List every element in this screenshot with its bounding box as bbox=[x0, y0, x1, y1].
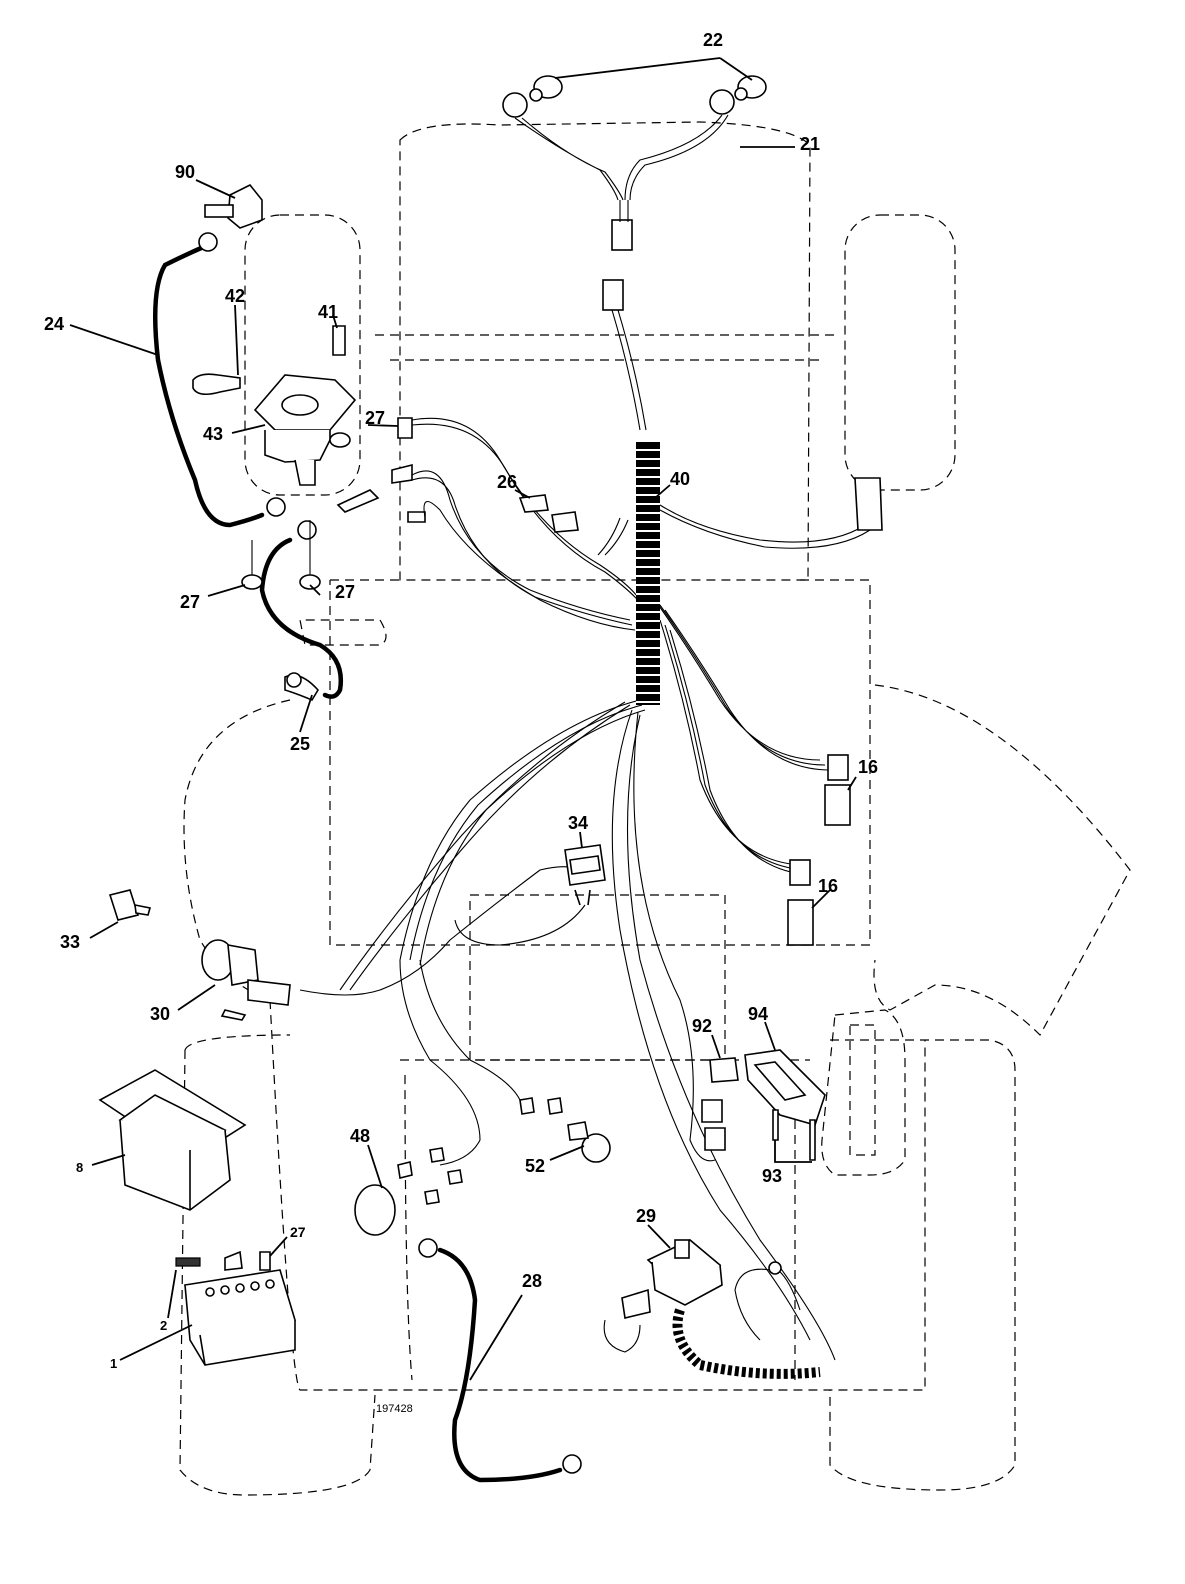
battery-box-8 bbox=[98, 1069, 247, 1211]
callout-94: 94 bbox=[748, 1004, 768, 1024]
screw-93a bbox=[772, 1109, 779, 1141]
callout-43: 43 bbox=[203, 424, 223, 444]
battery-cable-24 bbox=[153, 242, 265, 528]
screw-93b bbox=[809, 1119, 816, 1161]
switch-94 bbox=[744, 1049, 826, 1126]
lamp-48 bbox=[354, 1184, 396, 1236]
callout-labels: 22 21 90 42 41 24 43 27 27 27 27 26 40 2… bbox=[44, 30, 878, 1415]
callout-26: 26 bbox=[497, 472, 517, 492]
ignition-key-33 bbox=[108, 889, 140, 921]
callout-27-right: 27 bbox=[335, 582, 355, 602]
headlight-assembly bbox=[502, 75, 767, 431]
nut-27-left bbox=[241, 574, 263, 590]
callout-25: 25 bbox=[290, 734, 310, 754]
seat-switch-29 bbox=[603, 1239, 723, 1353]
callout-93: 93 bbox=[762, 1166, 782, 1186]
callout-16-lower: 16 bbox=[818, 876, 838, 896]
callout-27-top: 27 bbox=[365, 408, 385, 428]
callout-29: 29 bbox=[636, 1206, 656, 1226]
bolt-2 bbox=[175, 1257, 201, 1267]
callout-21: 21 bbox=[800, 134, 820, 154]
callout-22: 22 bbox=[703, 30, 723, 50]
callout-30: 30 bbox=[150, 1004, 170, 1024]
fuse-26 bbox=[518, 494, 549, 513]
ignition-switch-30 bbox=[201, 939, 291, 1021]
nut-27-top bbox=[329, 432, 351, 448]
ignition-key-part bbox=[204, 183, 263, 229]
callout-41: 41 bbox=[318, 302, 338, 322]
switch-34 bbox=[564, 844, 606, 906]
callout-34: 34 bbox=[568, 813, 588, 833]
connector-92 bbox=[709, 1057, 739, 1083]
callout-2: 2 bbox=[160, 1318, 167, 1333]
callout-28: 28 bbox=[522, 1271, 542, 1291]
tractor-outline bbox=[179, 121, 1131, 1496]
callout-90: 90 bbox=[175, 162, 195, 182]
bolt-41 bbox=[332, 325, 346, 356]
callout-1: 1 bbox=[110, 1356, 117, 1371]
callout-24: 24 bbox=[44, 314, 64, 334]
cable-28 bbox=[437, 1247, 563, 1483]
callout-33: 33 bbox=[60, 932, 80, 952]
main-harness-40 bbox=[299, 417, 871, 1361]
callout-52: 52 bbox=[525, 1156, 545, 1176]
callout-42: 42 bbox=[225, 286, 245, 306]
boot-42 bbox=[192, 373, 241, 396]
bulb-52 bbox=[581, 1133, 611, 1163]
connector-16-upper bbox=[824, 784, 851, 826]
connector-16-lower bbox=[787, 899, 814, 946]
leader-lines bbox=[69, 57, 857, 1381]
callout-16-upper: 16 bbox=[858, 757, 878, 777]
callout-27-left: 27 bbox=[180, 592, 200, 612]
callout-40: 40 bbox=[670, 469, 690, 489]
nut-27-right bbox=[299, 574, 321, 590]
battery-1 bbox=[183, 1269, 297, 1366]
callout-92: 92 bbox=[692, 1016, 712, 1036]
cable-25 bbox=[259, 537, 344, 699]
callout-27-battery: 27 bbox=[290, 1224, 306, 1240]
callout-48: 48 bbox=[350, 1126, 370, 1146]
drawing-number: 197428 bbox=[376, 1403, 413, 1415]
nut-27-battery bbox=[259, 1251, 271, 1271]
callout-8: 8 bbox=[76, 1160, 83, 1175]
